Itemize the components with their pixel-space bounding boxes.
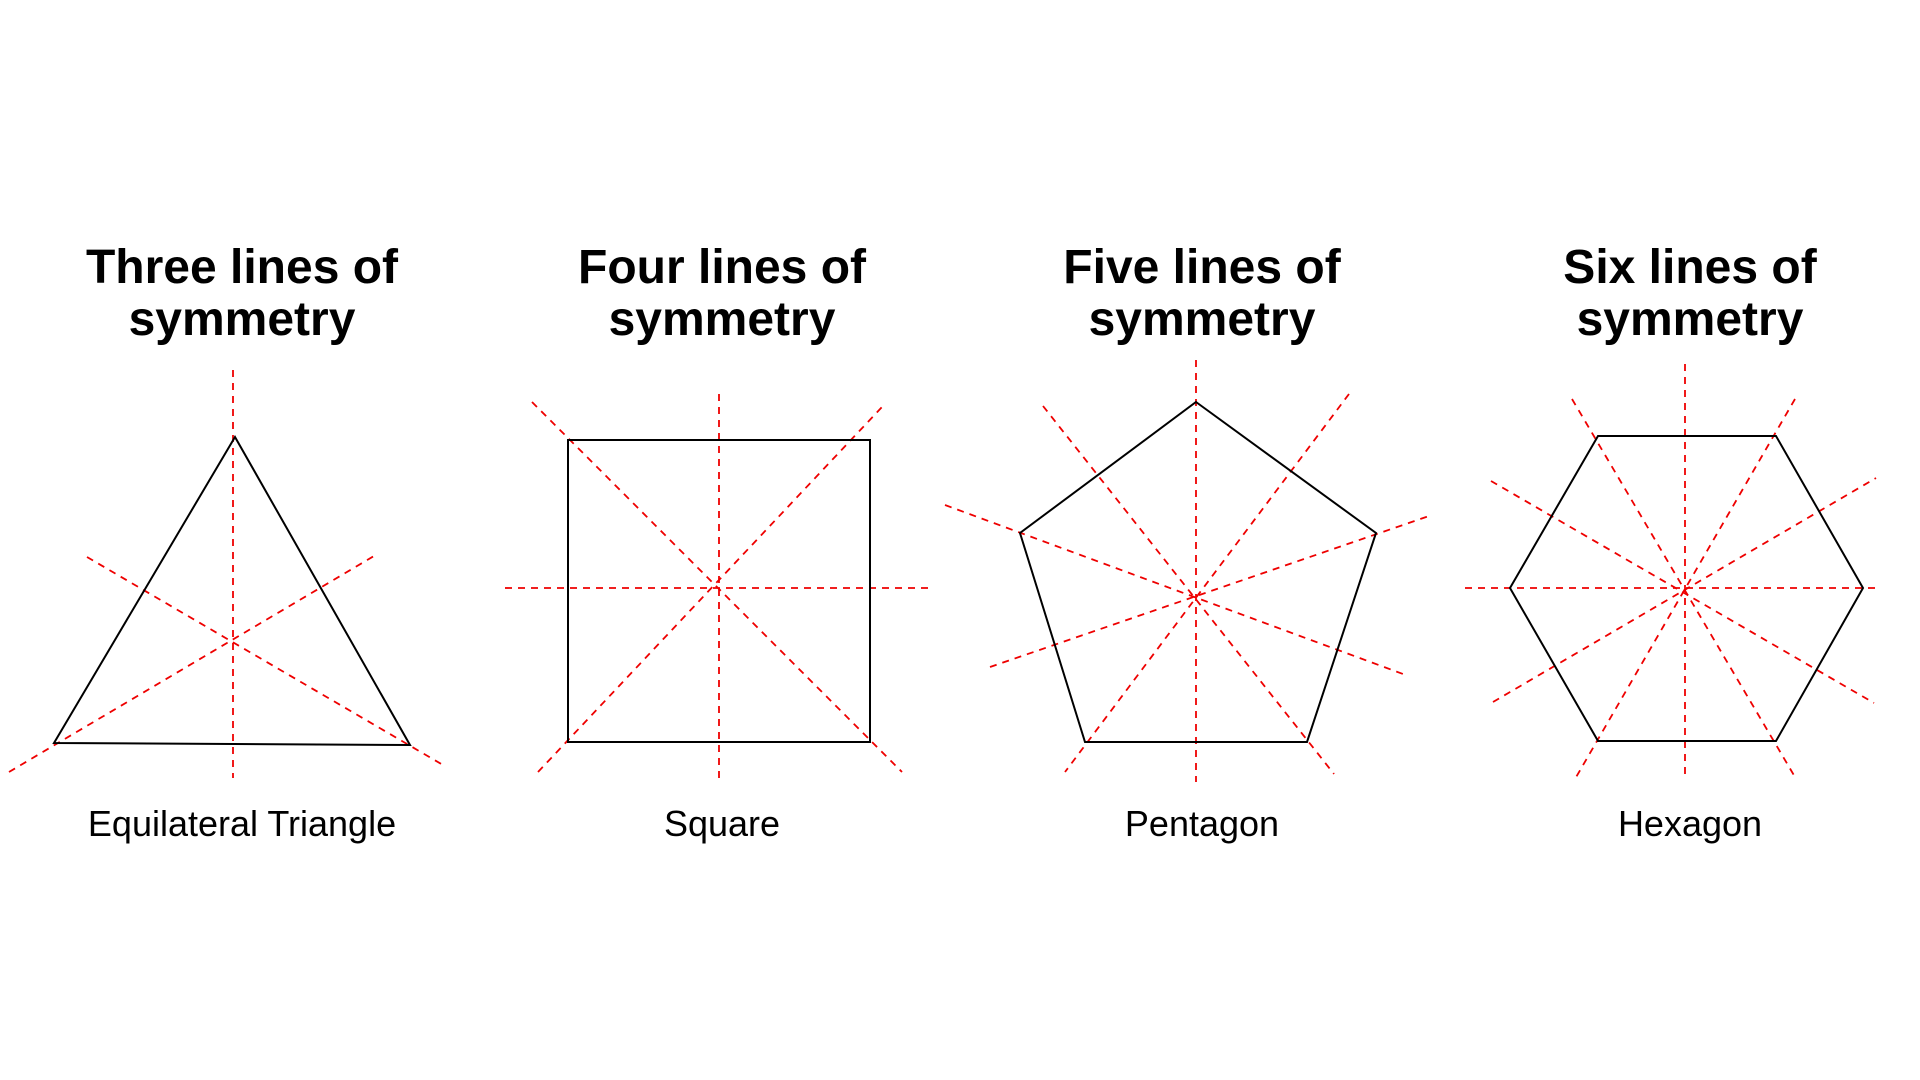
- title-line-1: Three lines of: [85, 241, 399, 294]
- panel-triangle: Three lines of symmetry Equilateral Tria…: [2, 0, 482, 1080]
- panel-title: Three lines of symmetry: [2, 242, 482, 346]
- title-line-2: symmetry: [608, 293, 836, 346]
- panel-square: Four lines of symmetry Square: [482, 0, 962, 1080]
- title-line-1: Six lines of: [1563, 241, 1817, 294]
- panel-title: Six lines of symmetry: [1450, 242, 1920, 346]
- panel-hexagon: Six lines of symmetry Hexagon: [1450, 0, 1920, 1080]
- panel-title: Four lines of symmetry: [482, 242, 962, 346]
- shape-label: Equilateral Triangle: [87, 803, 397, 844]
- shape-label: Square: [663, 803, 781, 844]
- panel-title: Five lines of symmetry: [962, 242, 1442, 346]
- shape-label: Hexagon: [1617, 803, 1763, 844]
- title-line-1: Five lines of: [1063, 241, 1341, 294]
- shape-label: Pentagon: [1124, 803, 1280, 844]
- title-line-1: Four lines of: [578, 241, 866, 294]
- title-line-2: symmetry: [128, 293, 356, 346]
- panel-pentagon: Five lines of symmetry Pentagon: [962, 0, 1442, 1080]
- title-line-2: symmetry: [1088, 293, 1316, 346]
- title-line-2: symmetry: [1576, 293, 1804, 346]
